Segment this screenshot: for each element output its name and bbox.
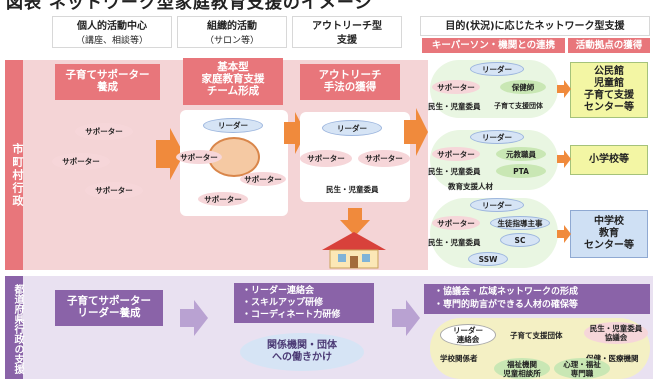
column-header-network: 目的(状況)に応じたネットワーク型支援 bbox=[420, 16, 650, 36]
partner-oval: 保健師 bbox=[500, 80, 546, 94]
partner-oval: 民生・児童委員協議会 bbox=[584, 322, 648, 344]
supporter-oval: サポーター bbox=[176, 150, 222, 164]
leader-oval: リーダー bbox=[203, 118, 263, 133]
column-header-individual: 個人的活動中心（講座、相談等） bbox=[52, 16, 172, 48]
small-arrow bbox=[557, 80, 571, 98]
supporter-oval: サポーター bbox=[432, 216, 480, 230]
subheader-hub: 活動拠点の獲得 bbox=[568, 38, 650, 53]
supporter-oval: サポーター bbox=[85, 182, 143, 199]
hub-box: 小学校等 bbox=[570, 145, 648, 175]
supporter-oval: サポーター bbox=[75, 123, 133, 140]
partner-label: 民生・児童委員 bbox=[428, 167, 481, 176]
network-formation-box: ・協議会・広域ネットワークの形成・専門的助言ができる人材の確保等 bbox=[424, 284, 650, 314]
small-arrow bbox=[557, 150, 571, 168]
basic-team-box: 基本型家庭教育支援チーム形成 bbox=[183, 58, 283, 105]
supporter-oval: サポーター bbox=[52, 153, 110, 170]
partner-oval: 元教職員 bbox=[496, 147, 546, 161]
agency-outreach-oval: 関係機関・団体への働きかけ bbox=[240, 333, 364, 371]
leader-oval: リーダー bbox=[470, 130, 524, 144]
partner-label: 教育支援人材 bbox=[448, 182, 493, 191]
support-arrow bbox=[392, 300, 420, 336]
supporter-training-box: 子育てサポーター養成 bbox=[55, 64, 160, 100]
support-arrow bbox=[180, 300, 208, 336]
partner-label: 民生・児童委員 bbox=[428, 102, 481, 111]
partner-label: 子育て支援団体 bbox=[494, 102, 543, 110]
leader-oval: リーダー bbox=[470, 198, 524, 212]
supporter-oval: サポーター bbox=[432, 147, 480, 161]
municipal-side-bar bbox=[5, 60, 23, 270]
partner-oval: 福祉機関児童相談所 bbox=[494, 358, 550, 379]
supporter-oval: サポーター bbox=[198, 192, 248, 206]
partner-oval: SC bbox=[500, 233, 540, 247]
house-icon bbox=[322, 232, 386, 269]
prefectural-side-bar bbox=[5, 276, 23, 379]
partner-label: 民生・児童委員 bbox=[428, 238, 481, 247]
minsei-label: 民生・児童委員 bbox=[326, 185, 379, 194]
column-header-outreach: アウトリーチ型支援 bbox=[292, 16, 402, 48]
municipal-label: 市町村行政 bbox=[11, 142, 24, 208]
partner-oval: SSW bbox=[468, 252, 508, 266]
partner-label: 保健・医療機関 bbox=[586, 354, 639, 363]
column-header-organized: 組織的活動（サロン等） bbox=[177, 16, 287, 48]
progress-arrow bbox=[156, 128, 184, 180]
hub-box: 公民館児童館子育て支援センター等 bbox=[570, 62, 648, 118]
partner-oval: 生徒指導主事 bbox=[490, 216, 550, 230]
prefectural-label: 都道府県行政の支援 bbox=[12, 284, 23, 374]
leader-oval: リーダー bbox=[470, 62, 524, 76]
partner-label: 子育て支援団体 bbox=[510, 331, 563, 340]
supporter-oval: サポーター bbox=[358, 150, 410, 167]
outreach-method-box: アウトリーチ手法の獲得 bbox=[300, 64, 400, 100]
down-arrow bbox=[340, 208, 370, 236]
leader-training-box: 子育てサポーターリーダー養成 bbox=[55, 290, 163, 326]
progress-arrow bbox=[404, 108, 428, 156]
partner-label: 学校関係者 bbox=[440, 354, 478, 363]
supporter-oval: サポーター bbox=[432, 80, 480, 94]
page-title: 図表 ネットワーク型家庭教育支援のイメージ bbox=[6, 0, 373, 13]
hub-box: 中学校教育センター等 bbox=[570, 210, 648, 258]
training-list-box: ・リーダー連絡会・スキルアップ研修・コーディネート力研修 bbox=[234, 283, 374, 323]
subheader-keyperson: キーパーソン・機関との連携 bbox=[422, 38, 565, 53]
partner-oval: 心理・福祉専門職 bbox=[554, 358, 610, 379]
partner-oval: リーダー連絡会 bbox=[440, 324, 496, 346]
leader-oval: リーダー bbox=[322, 120, 382, 136]
supporter-oval: サポーター bbox=[240, 172, 286, 186]
small-arrow bbox=[557, 225, 571, 243]
partner-oval: PTA bbox=[496, 164, 546, 178]
supporter-oval: サポーター bbox=[300, 150, 352, 167]
